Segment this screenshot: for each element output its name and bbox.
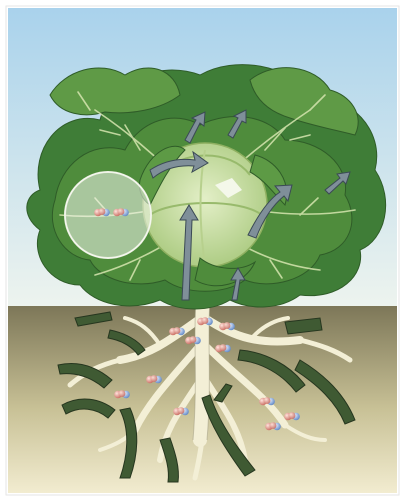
cabbage-transpiration-illustration bbox=[0, 0, 405, 501]
